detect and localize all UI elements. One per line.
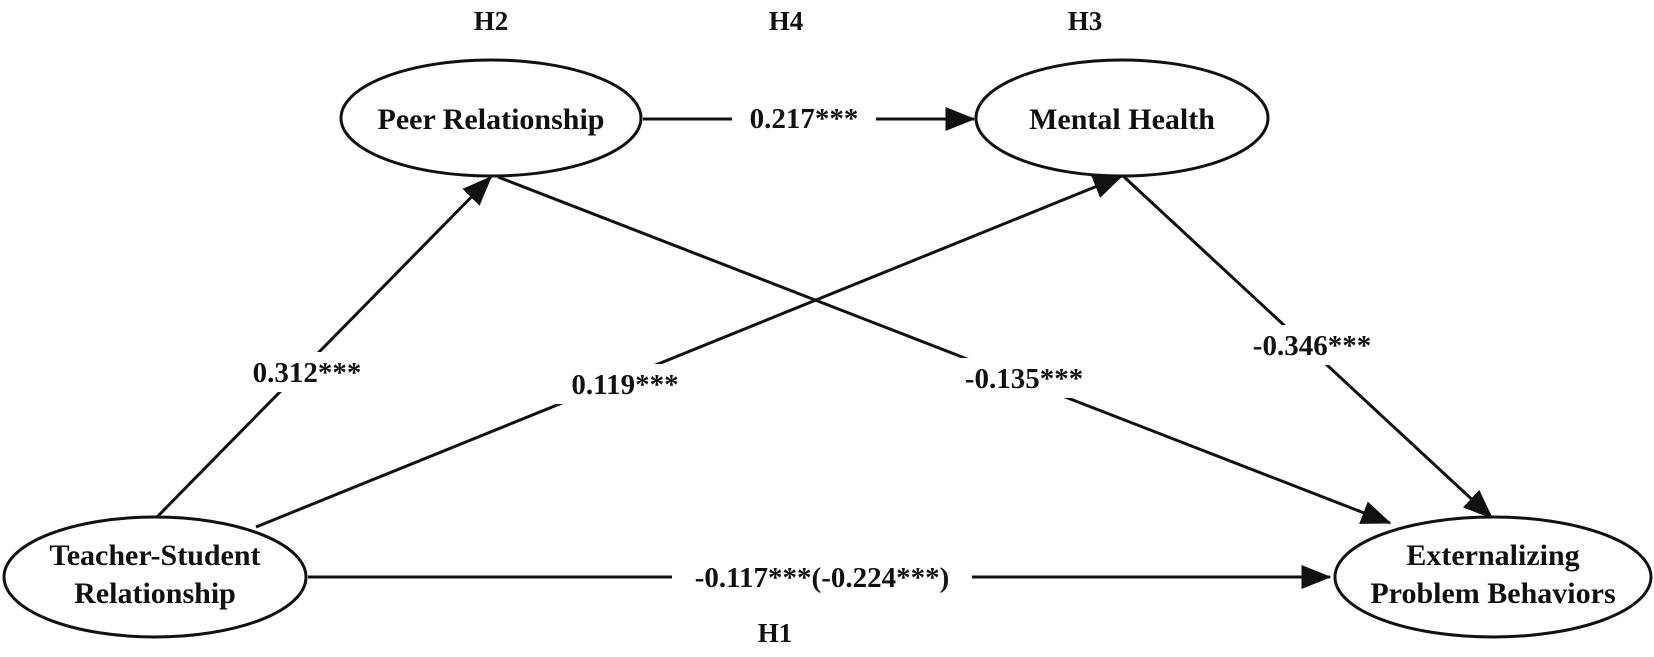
edge-teacher-to-mental <box>255 174 1124 529</box>
node-externalizing-label-line2: Problem Behaviors <box>1370 577 1615 610</box>
coef-peer-to-mental: 0.217*** <box>750 103 859 135</box>
coef-peer-to-externalizing: -0.135*** <box>965 363 1083 395</box>
node-externalizing-problem-behaviors: Externalizing Problem Behaviors <box>1333 515 1653 639</box>
coef-teacher-to-externalizing: -0.117***(-0.224***) <box>695 562 950 594</box>
hypothesis-h3-label: H3 <box>1068 6 1103 36</box>
coef-teacher-to-mental: 0.119*** <box>571 369 678 401</box>
node-peer-relationship: Peer Relationship <box>339 58 643 178</box>
hypothesis-h2-label: H2 <box>474 6 509 36</box>
edge-teacher-to-peer <box>155 175 493 519</box>
node-peer-relationship-label: Peer Relationship <box>378 103 605 136</box>
hypothesis-h4-label: H4 <box>769 6 804 36</box>
hypothesis-h1-label: H1 <box>758 618 793 648</box>
node-mental-health: Mental Health <box>974 58 1270 178</box>
coef-mental-to-externalizing: -0.346*** <box>1253 330 1371 362</box>
node-teacher-student-label-line1: Teacher-Student <box>49 539 260 572</box>
node-externalizing-label-line1: Externalizing <box>1406 539 1579 572</box>
node-teacher-student-relationship: Teacher-Student Relationship <box>2 515 308 639</box>
node-teacher-student-label-line2: Relationship <box>74 577 236 610</box>
node-mental-health-label: Mental Health <box>1029 103 1215 136</box>
edge-peer-to-externalizing <box>497 175 1392 525</box>
coef-teacher-to-peer: 0.312*** <box>253 357 362 389</box>
